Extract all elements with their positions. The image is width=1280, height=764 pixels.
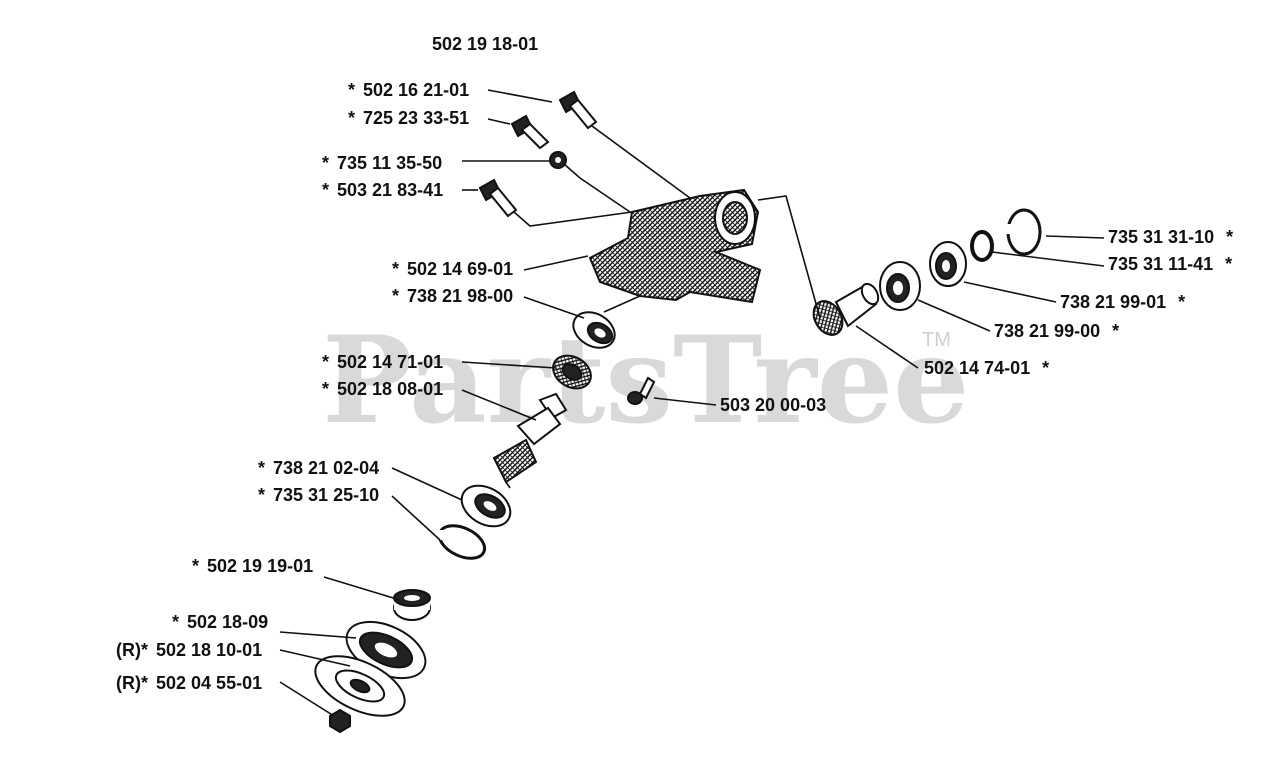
spacer-drawing [393,589,431,621]
part-label: *503 21 83-41 [322,180,443,200]
bearing-upper-drawing [572,311,616,349]
circlip-right-drawing [1004,208,1042,256]
part-label: *738 21 98-00 [392,286,513,306]
part-label: 735 31 11-41* [1108,254,1232,274]
pinion-drawing [812,282,880,336]
part-label: *725 23 33-51 [348,108,469,128]
part-label: 735 31 31-10* [1108,227,1233,247]
screw-third-drawing [478,178,518,218]
part-label: *502 16 21-01 [348,80,469,100]
bearing-right-inner-drawing [879,261,921,311]
bearing-lower-drawing [460,484,512,528]
bevel-gear-drawing [552,354,592,390]
blade-washer-drawing [314,655,406,717]
part-label: 738 21 99-00* [994,321,1119,341]
watermark-trademark: TM [922,329,951,351]
part-label: *502 14 71-01 [322,352,443,372]
part-label: *502 18-09 [172,612,268,632]
part-label: (R)*502 04 55-01 [116,673,262,693]
part-label: *502 14 69-01 [392,259,513,279]
circlip-lower-drawing [437,524,487,560]
part-label: *735 11 35-50 [322,153,442,173]
part-labels: *502 16 21-01 *725 23 33-51 *735 11 35-5… [116,80,1233,693]
screw-second-drawing [510,114,550,150]
screw-top-drawing [558,90,598,130]
nut-drawing [329,708,351,734]
leader-lines [279,89,1105,717]
part-label: 502 14 74-01* [924,358,1049,378]
part-label: 738 21 99-01* [1060,292,1185,312]
output-shaft-drawing [492,392,568,489]
part-label: (R)*502 18 10-01 [116,640,262,660]
part-label: *735 31 25-10 [258,485,379,505]
part-label: 503 20 00-03 [720,395,826,415]
ring-drawing [970,230,994,262]
small-screw-drawing [627,376,656,405]
part-label: *502 19 19-01 [192,556,313,576]
gear-housing-drawing [588,188,762,304]
assembly-number: 502 19 18-01 [432,34,538,54]
bearing-right-outer-drawing [929,241,967,287]
washer-drawing [549,151,567,169]
part-label: *738 21 02-04 [258,458,379,478]
part-label: *502 18 08-01 [322,379,443,399]
